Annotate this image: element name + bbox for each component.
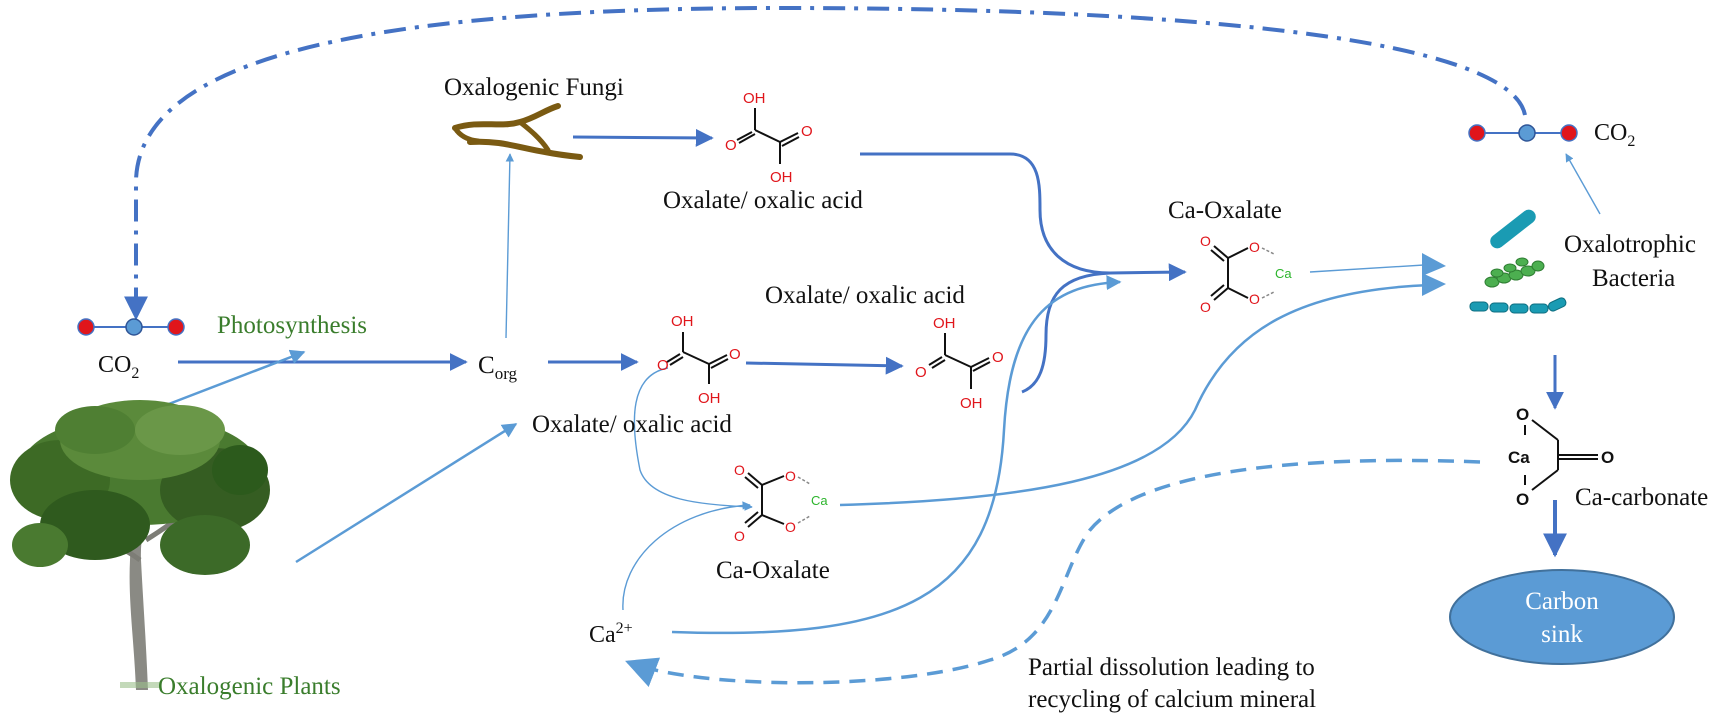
svg-text:O: O — [785, 519, 796, 535]
oxalic-acid-structure-lower: OH O O OH — [657, 313, 741, 407]
carbon-sink-label-line1: Carbon — [1525, 588, 1599, 615]
photosynthesis-label: Photosynthesis — [217, 312, 367, 339]
svg-text:O: O — [915, 364, 927, 381]
oxalate-lower-label: Oxalate/ oxalic acid — [532, 411, 732, 438]
co2-molecule-left-icon — [77, 318, 185, 336]
svg-text:O: O — [657, 357, 669, 374]
ca-carbonate-label: Ca-carbonate — [1575, 484, 1708, 511]
co2-left-label: CO2 — [98, 352, 139, 382]
oxalotrophic-label-line2: Bacteria — [1592, 265, 1675, 292]
svg-text:OH: OH — [960, 395, 983, 412]
oxalate-fungi-label: Oxalate/ oxalic acid — [663, 187, 863, 214]
arrow-bacteria-to-co2 — [1565, 153, 1601, 215]
arrow-oxalate-to-ca-oxalate-bottom — [633, 367, 753, 511]
oxalogenic-tree-icon — [10, 400, 270, 690]
svg-text:O: O — [1516, 405, 1529, 424]
svg-text:OH: OH — [671, 313, 694, 330]
svg-text:O: O — [729, 346, 741, 363]
dissolution-label-line2: recycling of calcium mineral — [1028, 686, 1316, 713]
svg-text:O: O — [734, 528, 745, 544]
ca-oxalate-bottom-label: Ca-Oxalate — [716, 557, 830, 584]
svg-text:O: O — [801, 123, 813, 140]
svg-text:O: O — [1200, 233, 1211, 249]
ca2-ion-label: Ca2+ — [589, 620, 633, 648]
svg-text:OH: OH — [698, 390, 721, 407]
svg-text:O: O — [992, 349, 1004, 366]
fungi-hyphae-icon — [452, 103, 583, 160]
svg-text:Ca: Ca — [811, 493, 828, 508]
oxalate-mid-label: Oxalate/ oxalic acid — [765, 282, 965, 309]
corg-label: Corg — [478, 352, 518, 383]
svg-text:O: O — [785, 468, 796, 484]
ca-oxalate-structure-top: O O O O Ca — [1200, 233, 1292, 315]
svg-text:Ca: Ca — [1508, 448, 1530, 467]
arrow-plant-to-photosynthesis — [147, 349, 306, 414]
arrow-plant-to-corg — [295, 422, 518, 564]
arrow-fungi-oxalate-to-ca-oxalate — [860, 152, 1187, 282]
svg-text:O: O — [1249, 239, 1260, 255]
arrow-ca2-to-ca-oxalate-bottom — [622, 501, 751, 611]
dissolution-label-line1: Partial dissolution leading to — [1028, 654, 1315, 681]
arrow-head-bacteria-top — [1422, 253, 1446, 276]
oxalic-acid-structure-fungi: OH O O OH — [725, 90, 813, 186]
co2-molecule-right-icon — [1468, 124, 1578, 142]
svg-text:O: O — [1601, 448, 1614, 467]
arrow-recycling-dashed — [625, 458, 1481, 687]
ca-carbonate-structure: O O Ca O — [1508, 405, 1614, 509]
svg-text:OH: OH — [933, 315, 956, 332]
oxalotrophic-bacteria-icon — [1469, 209, 1567, 314]
arrow-corg-to-fungi — [505, 153, 515, 339]
svg-text:Ca: Ca — [1275, 266, 1292, 281]
svg-text:O: O — [1516, 490, 1529, 509]
svg-text:O: O — [734, 462, 745, 478]
arrow-oxalate-mid-to-ca-oxalate — [1021, 271, 1111, 394]
arrow-ca-oxalate-top-to-bacteria — [1309, 263, 1441, 273]
oxalic-acid-structure-mid: OH O O OH — [915, 315, 1004, 412]
arrow-fungi-to-oxalate — [572, 128, 714, 147]
carbon-sink-ellipse — [1449, 569, 1675, 665]
arrow-head-bacteria-bottom — [1422, 273, 1446, 296]
ca-oxalate-structure-bottom: O O O O Ca — [734, 462, 828, 544]
carbon-sink-label-line2: sink — [1541, 621, 1583, 648]
oxalogenic-fungi-label: Oxalogenic Fungi — [444, 74, 624, 101]
svg-text:OH: OH — [743, 90, 766, 107]
svg-text:OH: OH — [770, 169, 793, 186]
svg-text:O: O — [1200, 299, 1211, 315]
arrow-ca2-to-ca-oxalate-top — [671, 275, 1122, 635]
arrow-oxalate-to-oxalate — [745, 356, 904, 375]
oxalotrophic-label-line1: Oxalotrophic — [1564, 231, 1696, 258]
co2-right-label: CO2 — [1594, 120, 1635, 150]
arrow-ca-oxalate-bottom-to-bacteria — [839, 283, 1431, 507]
co2-return-dashdot-arrow — [124, 5, 1527, 321]
ca-oxalate-top-label: Ca-Oxalate — [1168, 197, 1282, 224]
svg-text:O: O — [1249, 291, 1260, 307]
svg-text:O: O — [725, 137, 737, 154]
oxalogenic-plants-label: Oxalogenic Plants — [158, 673, 341, 700]
